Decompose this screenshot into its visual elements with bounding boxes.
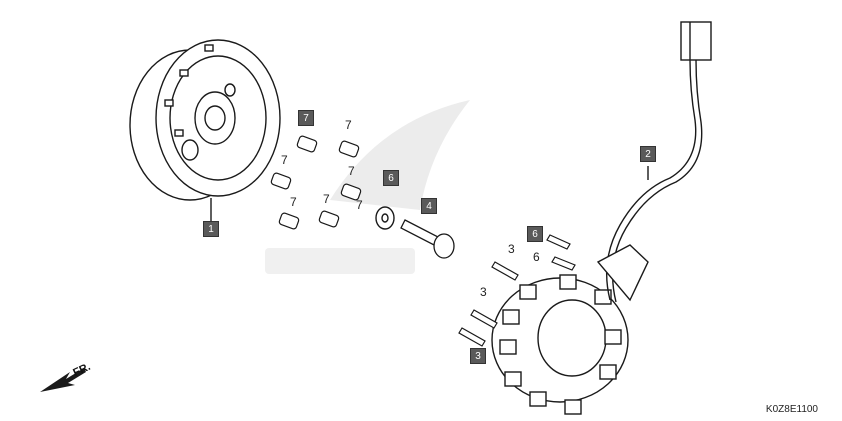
callout-bolt-f: 7 (323, 192, 330, 206)
stator (491, 274, 629, 415)
stator-bolts (458, 234, 576, 347)
callout-bolt-e: 7 (290, 195, 297, 209)
callout-washer: 6 (383, 170, 399, 186)
callout-stator-harness: 2 (640, 146, 656, 162)
callout-bolt-b: 7 (345, 118, 352, 132)
callout-bolt-stator: 3 (480, 285, 487, 299)
callout-bolt-d: 7 (348, 164, 355, 178)
callout-bolt-c: 7 (281, 153, 288, 167)
callout-flange-bolt: 4 (421, 198, 437, 214)
callout-bolt-pickup-top: 6 (527, 226, 543, 242)
small-bolts (270, 135, 362, 230)
callout-bolt-lower-left: 3 (470, 348, 486, 364)
callout-bolt-pickup: 6 (533, 250, 540, 264)
flywheel (129, 39, 281, 222)
callout-bolt-left-top: 3 (508, 242, 515, 256)
direction-arrow (40, 368, 86, 392)
flange-bolt (400, 219, 455, 259)
washer (375, 206, 395, 230)
diagram-code: K0Z8E1100 (765, 404, 818, 415)
callout-bolt-a: 7 (298, 110, 314, 126)
watermark-logo (265, 100, 470, 274)
callout-flywheel: 1 (203, 221, 219, 237)
wire-harness (596, 21, 712, 303)
callout-bolt-g: 7 (356, 198, 363, 212)
